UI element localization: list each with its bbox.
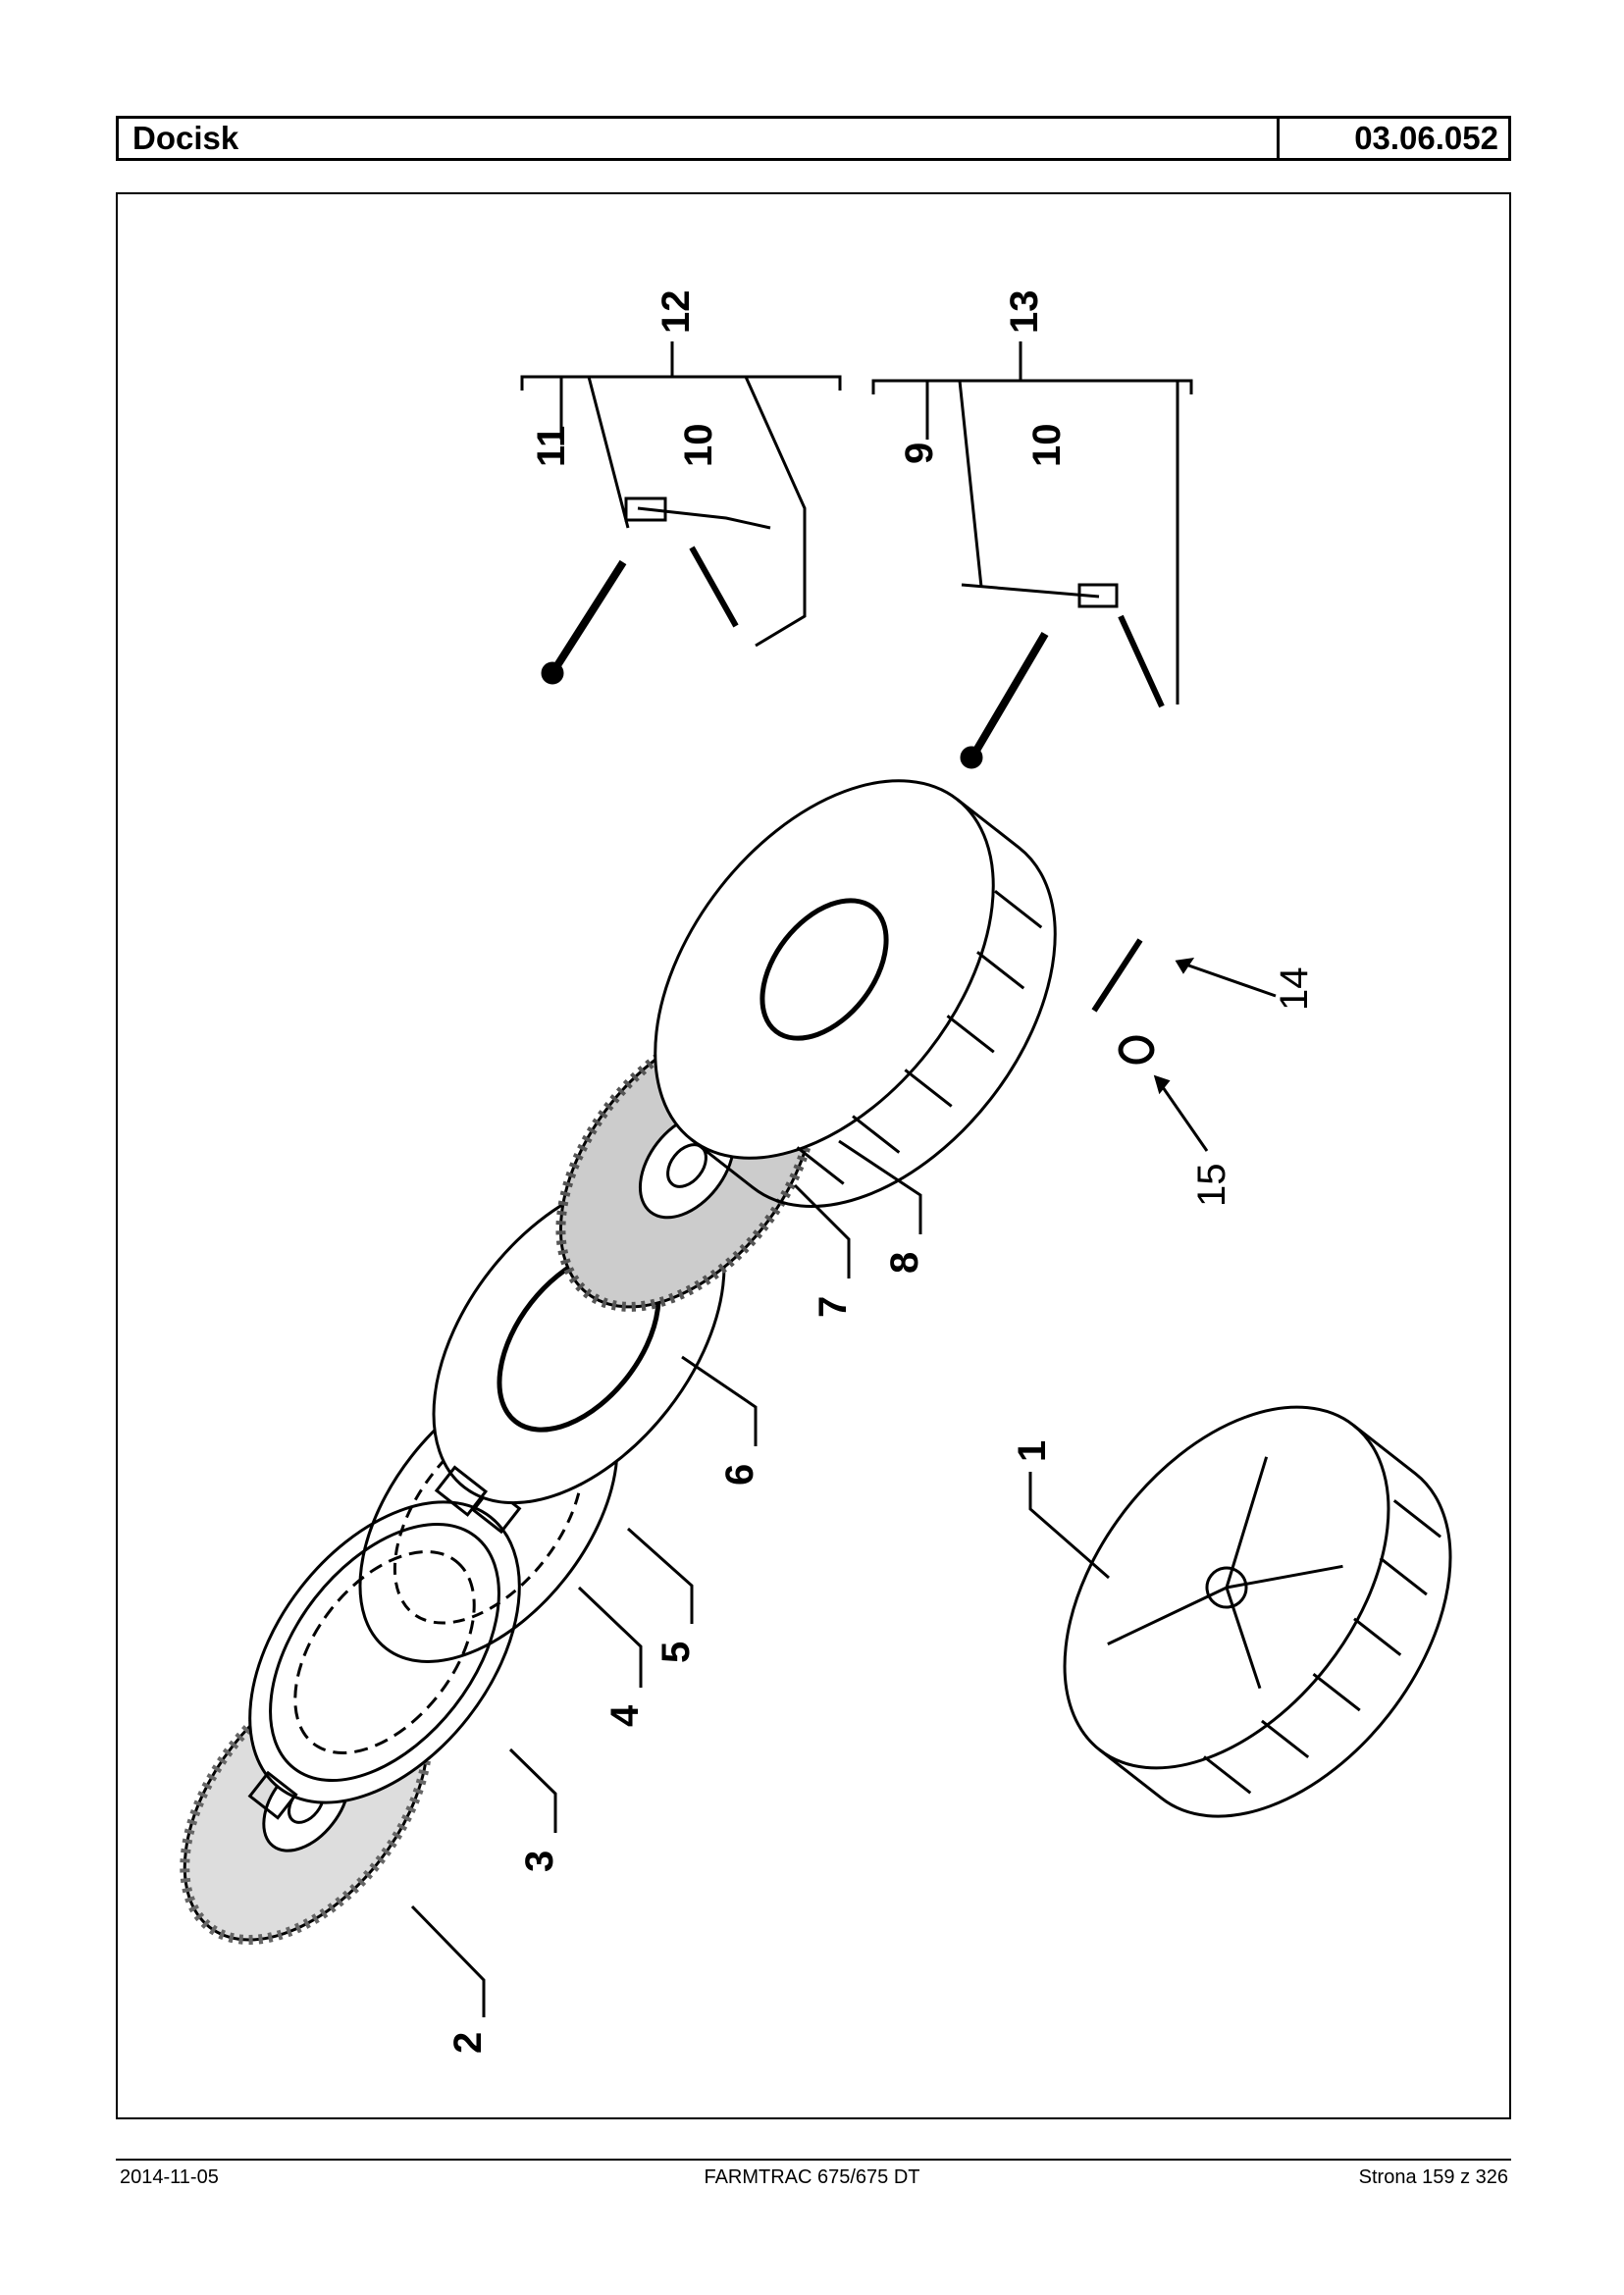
leader-2	[410, 1904, 486, 2017]
callout-7: 7	[812, 1296, 855, 1318]
leader-5	[627, 1527, 694, 1624]
callout-15: 15	[1190, 1164, 1233, 1208]
part-8-assembly	[654, 779, 1057, 1209]
part-14-bolt	[1091, 938, 1277, 1013]
part-13-lever-set	[871, 341, 1193, 769]
callout-13: 13	[1003, 290, 1046, 335]
part-1-assembly	[1063, 1405, 1452, 1818]
leader-8	[838, 1139, 922, 1234]
callout-10b: 10	[1025, 424, 1069, 468]
callout-8: 8	[883, 1252, 926, 1274]
callout-3: 3	[518, 1851, 561, 1872]
callout-9: 9	[898, 443, 941, 464]
diagram-svg: 2 3 4 5 6 7 8 1 12 13 11 10 9 10 14 15	[180, 290, 1452, 2054]
footer-divider	[116, 2159, 1511, 2161]
footer-page: Strona 159 z 326	[1358, 2166, 1508, 2188]
callout-1: 1	[1011, 1440, 1054, 1462]
leader-7	[793, 1183, 851, 1278]
callout-6: 6	[718, 1464, 761, 1486]
leader-4	[577, 1586, 643, 1688]
callout-12: 12	[655, 290, 698, 335]
callout-10a: 10	[677, 424, 720, 468]
section-code: 03.06.052	[1354, 120, 1498, 156]
callout-2: 2	[446, 2032, 490, 2054]
header-bar: Docisk 03.06.052	[116, 116, 1511, 161]
callout-11: 11	[530, 426, 573, 467]
part-3-ring	[247, 1485, 522, 1820]
footer-model: FARMTRAC 675/675 DT	[704, 2166, 920, 2188]
section-title: Docisk	[119, 119, 1280, 158]
leader-3	[508, 1747, 557, 1833]
callout-4: 4	[603, 1704, 647, 1727]
exploded-parts-diagram: 2 3 4 5 6 7 8 1 12 13 11 10 9 10 14 15	[116, 192, 1511, 2119]
part-12-lever-set	[520, 341, 842, 685]
footer-date: 2014-11-05	[120, 2166, 219, 2188]
callout-5: 5	[655, 1642, 698, 1663]
callout-14: 14	[1273, 967, 1316, 1012]
leader-6	[681, 1355, 758, 1446]
part-15-washer	[1118, 1035, 1209, 1152]
leader-1	[1028, 1472, 1110, 1580]
